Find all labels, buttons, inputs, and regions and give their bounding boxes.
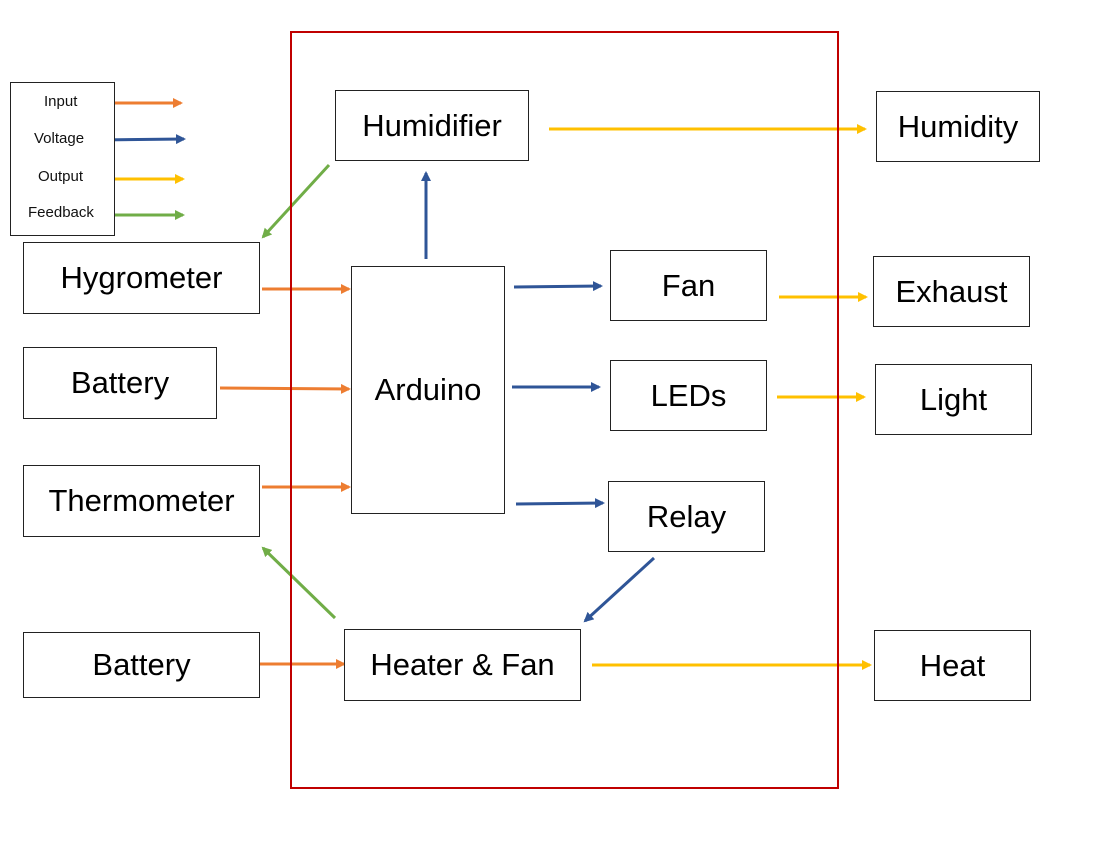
- node-relay: Relay: [608, 481, 765, 552]
- legend-output-label: Output: [38, 168, 84, 185]
- arrow-arduino-to-fan: [513, 281, 603, 292]
- system-boundary-frame: [290, 31, 839, 789]
- legend-feedback-label: Feedback: [28, 204, 94, 221]
- node-light: Light: [875, 364, 1032, 435]
- node-thermometer: Thermometer: [23, 465, 260, 537]
- node-leds: LEDs: [610, 360, 767, 431]
- node-humidity: Humidity: [876, 91, 1040, 162]
- node-heat: Heat: [874, 630, 1031, 701]
- node-battery-top: Battery: [23, 347, 217, 419]
- legend-voltage-label: Voltage: [34, 130, 85, 147]
- legend: Input Voltage Output Feedback: [10, 82, 115, 236]
- node-hygrometer: Hygrometer: [23, 242, 260, 314]
- arrow-battery-top-to-arduino: [219, 383, 351, 394]
- node-fan: Fan: [610, 250, 767, 321]
- legend-input-label: Input: [44, 93, 78, 110]
- arrow-arduino-to-relay: [515, 498, 605, 509]
- node-humidifier: Humidifier: [335, 90, 529, 161]
- node-exhaust: Exhaust: [873, 256, 1030, 327]
- node-arduino: Arduino: [351, 266, 505, 514]
- arrow-humidifier-to-hygrometer: [261, 163, 331, 239]
- arrow-relay-to-heater-fan: [583, 556, 656, 623]
- node-heater-fan: Heater & Fan: [344, 629, 581, 701]
- node-battery-bottom: Battery: [23, 632, 260, 698]
- arrow-heater-fan-to-thermometer: [261, 546, 337, 620]
